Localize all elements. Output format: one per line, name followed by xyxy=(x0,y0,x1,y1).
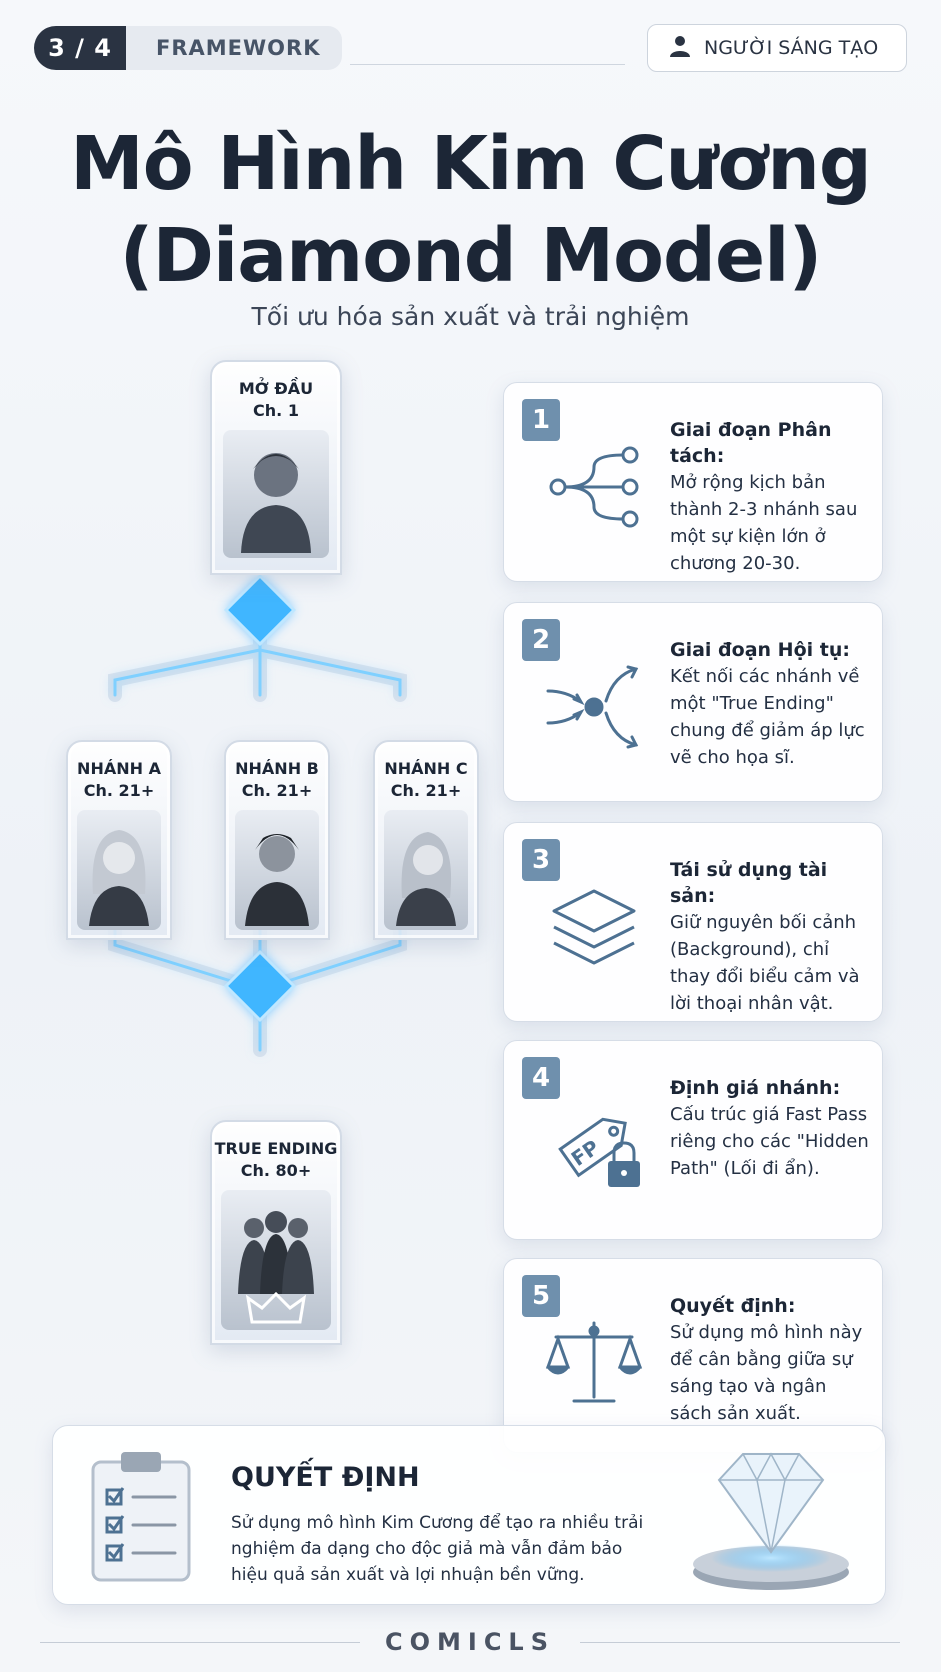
node-end-label: TRUE ENDING xyxy=(214,1139,338,1158)
step-description: Sử dụng mô hình này để cân bằng giữa sự … xyxy=(670,1322,863,1424)
footer-brand: COMICLS xyxy=(384,1628,556,1656)
branch-split-icon xyxy=(544,437,644,541)
group-crown-icon xyxy=(221,1190,331,1330)
step-card-5: 5 Quyết định: Sử dụng mô hình này để cân… xyxy=(503,1258,883,1453)
step-title: Giai đoạn Hội tụ: xyxy=(670,639,850,661)
balance-scale-icon xyxy=(544,1313,644,1417)
page-subtitle: Tối ưu hóa sản xuất và trải nghiệm xyxy=(251,302,690,331)
section-label: FRAMEWORK xyxy=(126,26,342,70)
step-title: Giai đoạn Phân tách: xyxy=(670,419,832,467)
step-number: 5 xyxy=(522,1275,560,1317)
node-start-label: MỞ ĐẦU xyxy=(238,379,314,398)
flow-node-end: TRUE ENDING Ch. 80+ xyxy=(210,1120,342,1345)
footer-divider-left xyxy=(40,1642,360,1643)
layers-icon xyxy=(544,877,644,981)
step-number: 2 xyxy=(522,619,560,661)
flow-node-start: MỞ ĐẦU Ch. 1 xyxy=(210,360,342,575)
title-line-2: (Diamond Model) xyxy=(119,213,823,299)
creator-button[interactable]: NGƯỜI SÁNG TẠO xyxy=(647,24,907,72)
step-title: Tái sử dụng tài sản: xyxy=(670,859,828,907)
node-branch-b-label: NHÁNH B xyxy=(235,759,319,778)
title-line-1: Mô Hình Kim Cương xyxy=(70,121,872,207)
node-branch-c-chapter: Ch. 21+ xyxy=(390,781,462,800)
merge-diamond-icon xyxy=(223,949,297,1023)
character-portrait-icon xyxy=(384,810,468,930)
step-card-1: 1 Giai đoạn Phân tách: Mở rộng kịch bản … xyxy=(503,382,883,582)
user-icon xyxy=(668,34,692,63)
step-number: 1 xyxy=(522,399,560,441)
header-divider xyxy=(350,64,625,65)
step-description: Kết nối các nhánh về một "True Ending" c… xyxy=(670,666,865,768)
node-branch-c-label: NHÁNH C xyxy=(384,759,468,778)
page-title: Mô Hình Kim Cương (Diamond Model) xyxy=(0,118,941,302)
character-portrait-icon xyxy=(223,430,329,558)
flow-node-branch-b: NHÁNH B Ch. 21+ xyxy=(224,740,330,940)
node-end-chapter: Ch. 80+ xyxy=(240,1161,312,1180)
converge-icon xyxy=(544,657,644,761)
creator-label: NGƯỜI SÁNG TẠO xyxy=(704,37,879,59)
character-portrait-icon xyxy=(235,810,319,930)
step-title: Quyết định: xyxy=(670,1295,796,1317)
footer-divider-right xyxy=(580,1642,900,1643)
step-description: Cấu trúc giá Fast Pass riêng cho các "Hi… xyxy=(670,1104,869,1179)
price-tag-lock-icon: FP xyxy=(544,1095,644,1199)
step-card-3: 3 Tái sử dụng tài sản: Giữ nguyên bối cả… xyxy=(503,822,883,1022)
page-indicator: 3 / 4 xyxy=(34,26,144,70)
flow-node-branch-a: NHÁNH A Ch. 21+ xyxy=(66,740,172,940)
diamond-gem-icon xyxy=(671,1432,871,1606)
flow-node-branch-c: NHÁNH C Ch. 21+ xyxy=(373,740,479,940)
decision-description: Sử dụng mô hình Kim Cương để tạo ra nhiề… xyxy=(231,1513,644,1585)
step-description: Giữ nguyên bối cảnh (Background), chỉ th… xyxy=(670,912,860,1014)
step-card-2: 2 Giai đoạn Hội tụ: Kết nối các nhánh về… xyxy=(503,602,883,802)
step-description: Mở rộng kịch bản thành 2-3 nhánh sau một… xyxy=(670,472,858,574)
node-branch-a-chapter: Ch. 21+ xyxy=(83,781,155,800)
node-branch-a-label: NHÁNH A xyxy=(77,759,161,778)
clipboard-checklist-icon xyxy=(87,1446,197,1590)
step-number: 3 xyxy=(522,839,560,881)
node-start-chapter: Ch. 1 xyxy=(253,401,299,420)
node-branch-b-chapter: Ch. 21+ xyxy=(241,781,313,800)
split-diamond-icon xyxy=(223,573,297,647)
decision-panel: QUYẾT ĐỊNH Sử dụng mô hình Kim Cương để … xyxy=(52,1425,886,1605)
step-title: Định giá nhánh: xyxy=(670,1077,841,1099)
step-card-4: 4 FP Định giá nhánh: Cấu trúc giá Fast P… xyxy=(503,1040,883,1240)
step-number: 4 xyxy=(522,1057,560,1099)
character-portrait-icon xyxy=(77,810,161,930)
decision-title: QUYẾT ĐỊNH xyxy=(231,1462,420,1493)
